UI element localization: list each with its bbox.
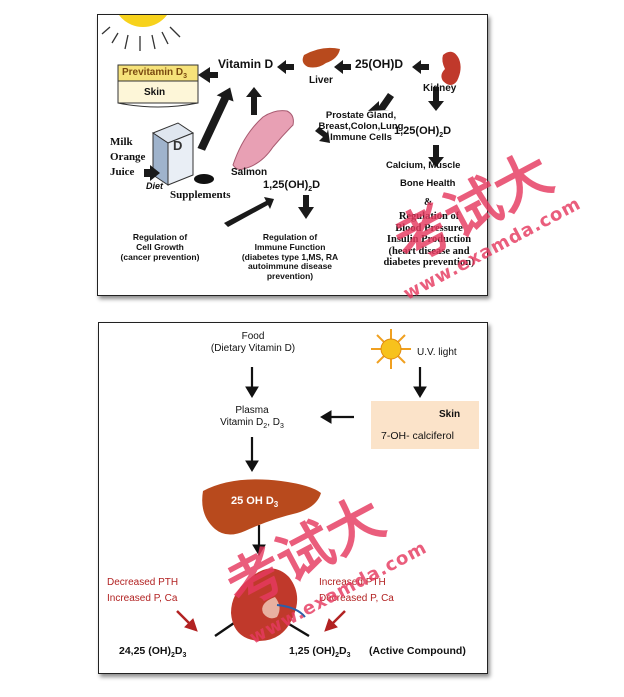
kidney-125ohd-label: 1,25(OH)2D <box>394 125 452 140</box>
skin-scroll-icon <box>117 64 199 108</box>
targets-to-125ohd-arrow-icon <box>315 127 330 143</box>
diet-arrow-icon <box>144 165 160 181</box>
sun-icon <box>101 15 181 51</box>
increased-pth-arrow-icon <box>324 618 338 632</box>
liver-label: Liver <box>309 75 333 86</box>
vitd-to-liver-arrow-icon <box>277 60 294 74</box>
supplement-pill-icon <box>194 174 214 184</box>
liver-to-25ohd-arrow-icon <box>334 60 351 74</box>
plasma-label: Plasma Vitamin D2, D3 <box>220 405 284 430</box>
liver-icon <box>302 47 340 68</box>
increased-pth-label: Increased PTH <box>319 577 386 588</box>
vitamin-d-overview-panel: Previtamin D3 Skin Vitamin D Liver 25(OH… <box>97 14 488 296</box>
25ohd-to-kidney-arrow-icon <box>412 60 429 74</box>
calciferol-label: 7-OH- calciferol <box>381 430 454 442</box>
skin-to-vitd-arrow-icon <box>198 67 218 83</box>
2425-ohd3-label: 24,25 (OH)2D3 <box>119 645 187 660</box>
diet-label: Diet <box>146 181 164 191</box>
kidney-down-arrow-icon <box>428 87 444 111</box>
ampersand-label: & <box>424 197 433 208</box>
milk-label: Milk <box>110 136 133 148</box>
liver-icon <box>202 479 321 535</box>
25ohd-label: 25(OH)D <box>355 57 404 71</box>
125ohd-to-immune-arrow-icon <box>298 195 314 219</box>
bone-health-label: Bone Health <box>400 178 456 189</box>
kidney-icon <box>231 568 306 641</box>
125-ohd3-label: 1,25 (OH)2D3 <box>289 645 351 660</box>
skin-box-label: Skin <box>439 409 461 420</box>
liver-25ohd3-label: 25 OH D3 <box>231 495 279 510</box>
uv-to-skin-arrow-icon <box>413 386 427 398</box>
supplements-label: Supplements <box>170 189 231 201</box>
vitamin-d-metabolism-panel: Food(Dietary Vitamin D) U.V. light Plasm… <box>98 322 488 674</box>
overview-graphics <box>101 15 461 227</box>
kidney-icon <box>441 51 461 85</box>
skin-label: Skin <box>144 87 166 98</box>
uv-light-label: U.V. light <box>417 347 457 358</box>
vitamin-d-label: Vitamin D <box>218 57 274 71</box>
supplements-to-vitd-arrow-icon <box>197 87 234 151</box>
25ohd-to-targets-arrow-icon <box>368 93 394 111</box>
decreased-pth-arrow-icon <box>184 618 198 632</box>
milk-carton-icon <box>151 122 195 186</box>
active-compound-label: (Active Compound) <box>369 645 466 657</box>
food-to-plasma-arrow-icon <box>245 386 259 398</box>
125ohd-to-calcium-arrow-icon <box>428 145 444 167</box>
125ohd-to-cell-growth-arrow-icon <box>224 197 274 227</box>
skin-box <box>371 401 479 449</box>
increased-pca-label: Increased P, Ca <box>107 593 178 604</box>
uv-sun-icon <box>371 329 411 369</box>
carton-d-label: D <box>173 138 183 153</box>
center-125ohd-label: 1,25(OH)2D <box>263 179 321 194</box>
salmon-to-vitd-arrow-icon <box>246 87 262 115</box>
salmon-icon <box>232 110 294 170</box>
kidney-label: Kidney <box>423 83 457 94</box>
juice-label: Juice <box>110 166 135 178</box>
plasma-to-liver-arrow-icon <box>245 460 259 472</box>
liver-to-kidney-arrow-icon <box>252 544 266 556</box>
previtamin-label: Previtamin D3 <box>122 67 188 80</box>
orange-label: Orange <box>110 151 146 163</box>
decreased-pth-label: Decreased PTH <box>107 577 179 588</box>
skin-to-plasma-arrow-icon <box>320 410 332 424</box>
metabolism-graphics <box>176 329 479 641</box>
calcium-label: Calcium, Muscle <box>386 160 461 171</box>
salmon-label: Salmon <box>231 167 268 178</box>
food-label: Food(Dietary Vitamin D) <box>210 331 296 354</box>
decreased-pca-label: Decreased P, Ca <box>319 593 394 604</box>
